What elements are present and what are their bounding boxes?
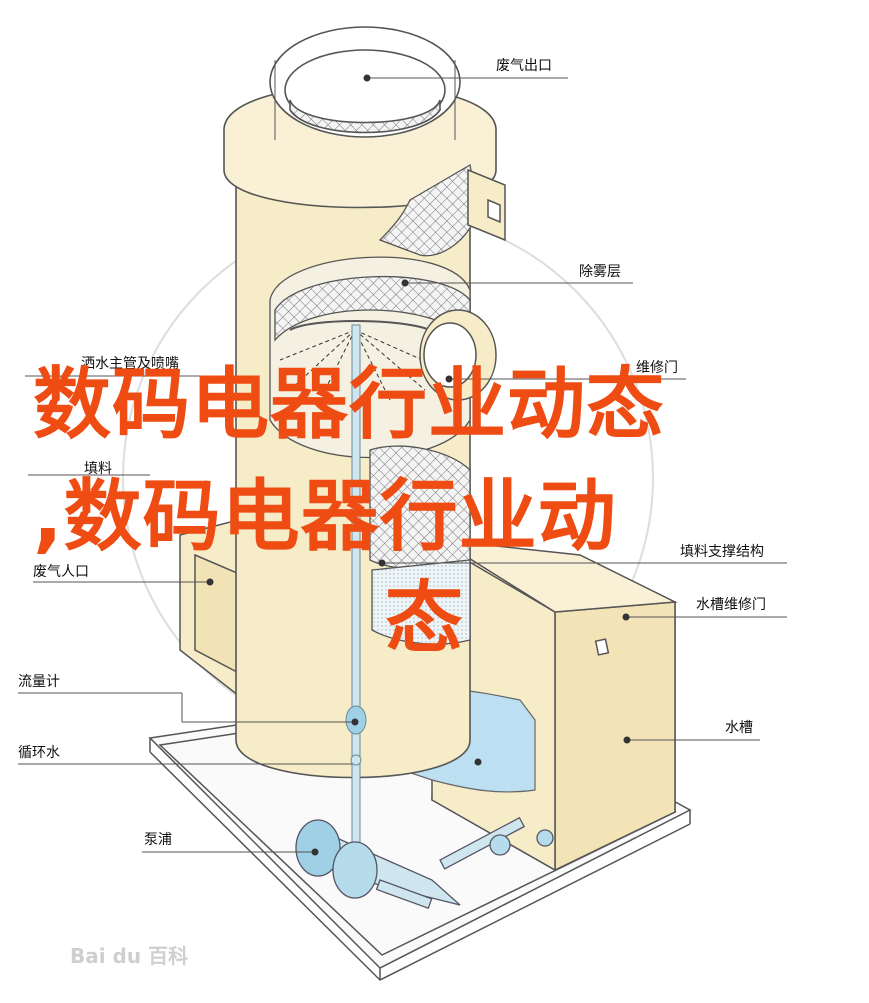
- label-packing-support: 填料支撑结构: [680, 544, 764, 560]
- tower-cutaway: [269, 256, 471, 645]
- manhole: [419, 309, 497, 401]
- leader-dots: [206, 74, 631, 856]
- overlay-title-line1: 数码电器行业动态: [33, 360, 666, 450]
- outlet-flange: [467, 168, 506, 242]
- label-flowmeter: 流量计: [18, 674, 60, 690]
- label-exhaust-outlet: 废气出口: [496, 58, 552, 74]
- label-packing: 填料: [84, 461, 112, 477]
- label-circulating-water: 循环水: [18, 745, 60, 761]
- label-water-tank: 水槽: [725, 720, 753, 736]
- pump-assembly: [295, 816, 554, 910]
- baidu-watermark: Bai du 百科: [70, 944, 189, 968]
- label-demister-layer: 除雾层: [579, 264, 621, 280]
- overlay-title-line3: 态: [385, 574, 465, 664]
- label-pump: 泵浦: [144, 832, 172, 848]
- label-tank-door: 水槽维修门: [696, 597, 766, 613]
- leader-lines: [18, 77, 787, 853]
- label-manhole: 维修门: [636, 360, 678, 376]
- label-exhaust-inlet: 废气人口: [33, 564, 89, 580]
- label-spray-pipe: 洒水主管及喷嘴: [81, 356, 179, 372]
- overlay-title-line2: ,数码电器行业动: [33, 472, 617, 562]
